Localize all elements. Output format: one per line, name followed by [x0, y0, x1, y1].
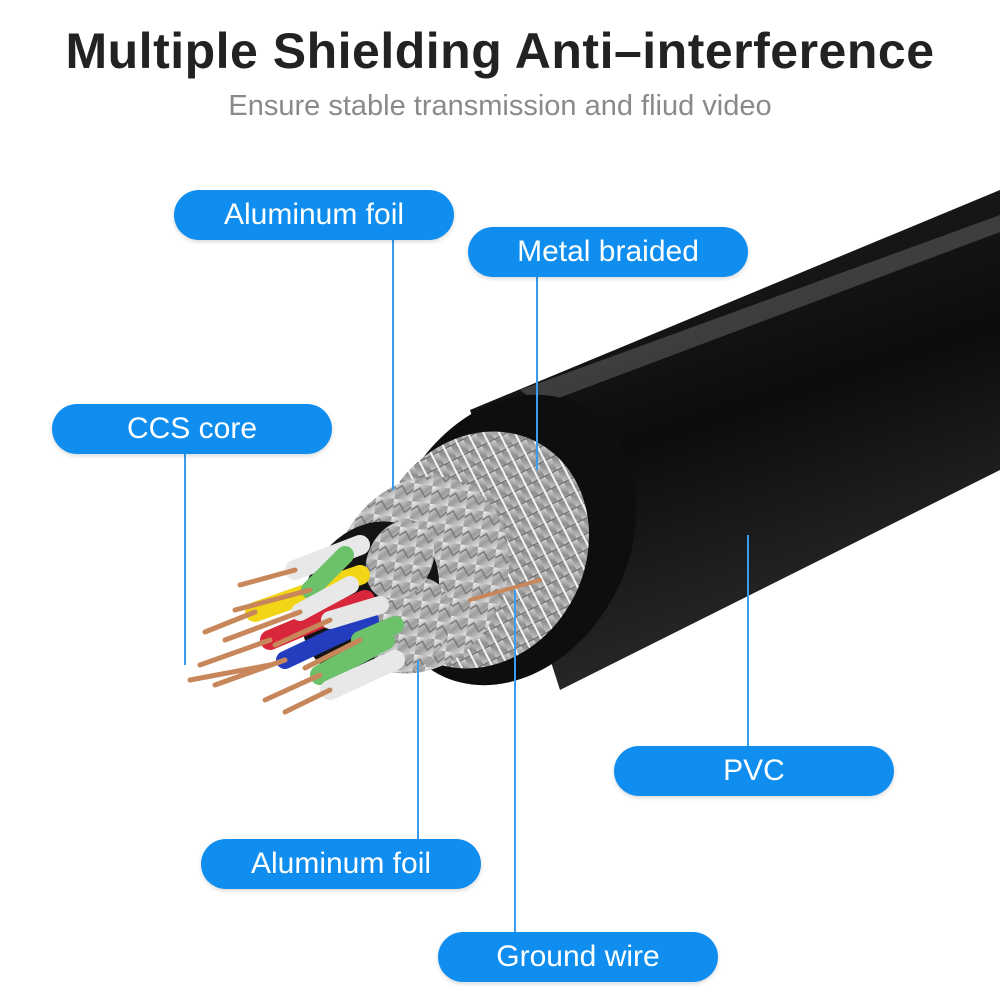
label-aluminum-foil-bottom: Aluminum foil — [201, 839, 481, 889]
label-ccs-core: CCS core — [52, 404, 332, 454]
label-pvc: PVC — [614, 746, 894, 796]
label-aluminum-foil-top: Aluminum foil — [174, 190, 454, 240]
label-ground-wire: Ground wire — [438, 932, 718, 982]
label-metal-braided: Metal braided — [468, 227, 748, 277]
